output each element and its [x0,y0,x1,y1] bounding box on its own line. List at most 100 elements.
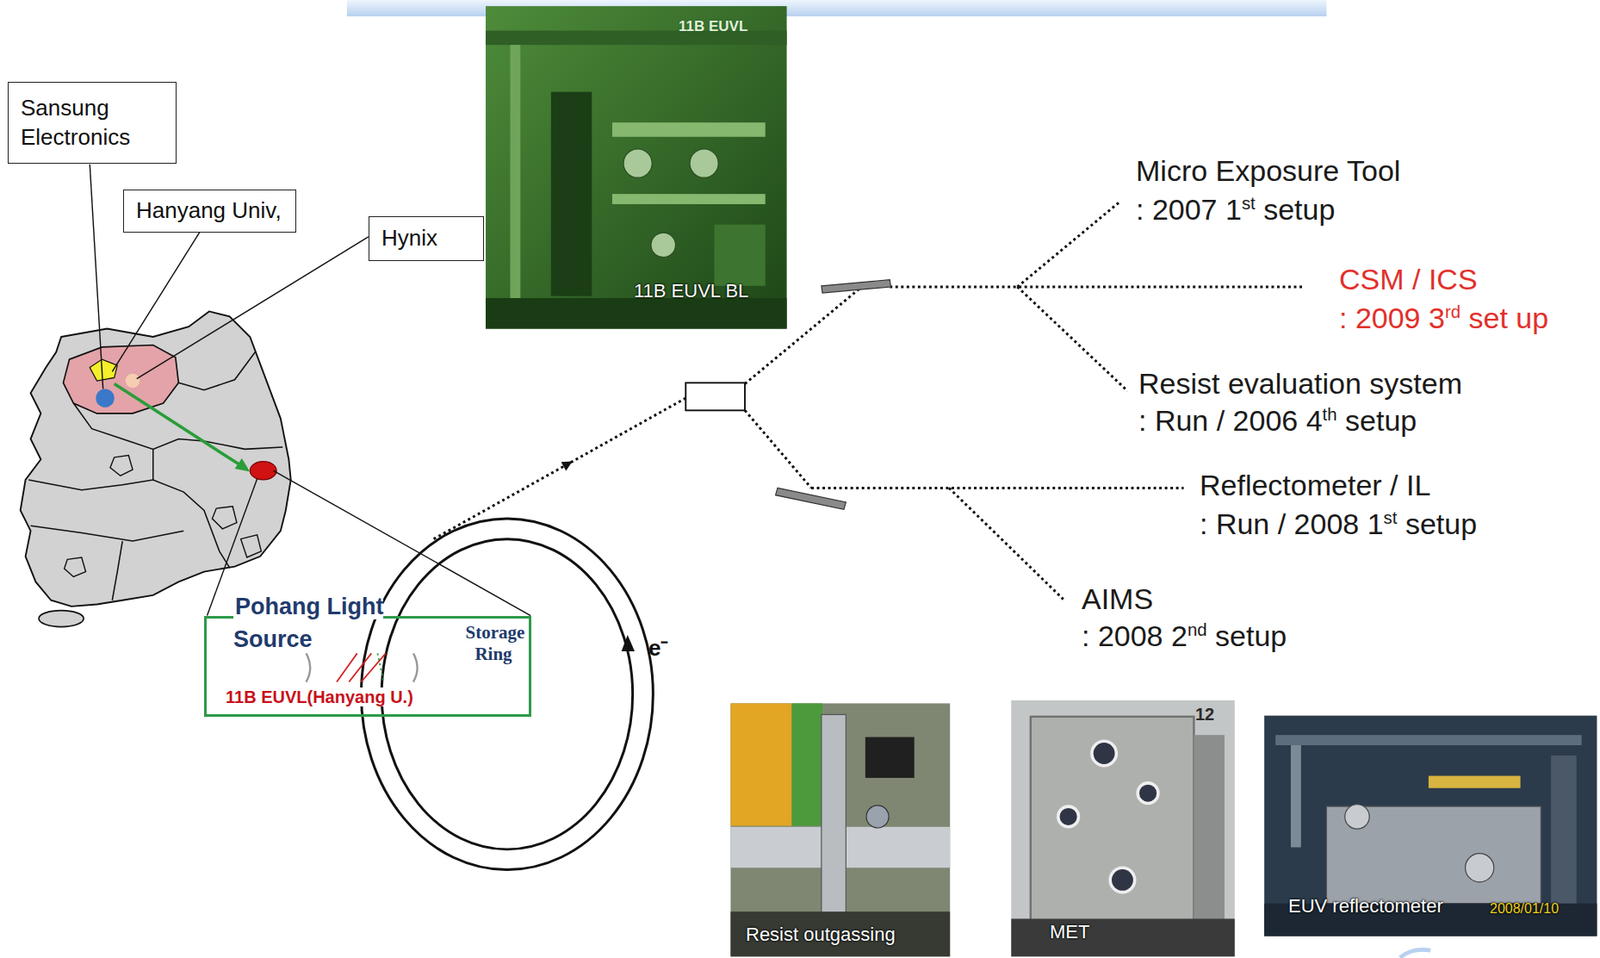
beamline-label: : Run / 2008 1st setup [1199,507,1477,540]
photo-frame: EUV reflectometer 2008/01/10 [1264,715,1597,937]
beam-sketch [336,652,358,682]
province-border [31,525,185,541]
text-holder: 11B EUVL BL [633,279,749,303]
resist-photo [730,702,950,956]
label-holder: AIMS [1081,582,1154,616]
node-text: 11B EUVL [678,18,748,35]
node-text: Pohang Light Source [233,593,384,652]
province-border [111,540,123,601]
label-holder: : 2008 2nd setup [1081,619,1287,653]
mirror [821,279,892,293]
facility-box: Pohang Light SourceStorage Ring11B EUVL(… [204,615,532,717]
beam-line [1017,286,1128,391]
company-box: Sansung Electronics [7,81,177,164]
province-border [178,352,255,391]
node-text: Hynix [381,223,438,254]
photo-detail [1030,716,1195,947]
photo-frame: 11B EUVL 11B EUVL BL [485,6,788,329]
beam-splitter-box [685,382,745,410]
photo-detail [485,297,788,329]
photo-detail [1091,740,1117,765]
ring-sketch [413,652,418,682]
label-holder: : 2007 1st setup [1135,192,1335,227]
city-region [64,557,87,577]
province-border [152,448,155,480]
beamline-photo [485,6,788,329]
node-text: Resist outgassing [745,923,896,945]
storage-ring-inner [381,539,633,850]
ordinal-suffix: st [1383,508,1398,528]
text-holder: MET [1049,920,1090,943]
beam-line [948,487,1064,599]
ordinal-suffix: st [1241,193,1256,213]
photo-detail [1193,734,1225,939]
photo-detail [1550,755,1577,909]
text-holder: EUV reflectometer [1288,894,1444,918]
beam-line [744,288,860,384]
beam-line [434,397,687,540]
scaled-group [20,0,1598,957]
met-photo [1010,700,1235,956]
corner-arc [1400,948,1432,957]
beamline-label: Resist evaluation system [1138,366,1463,400]
ordinal-suffix: rd [1444,302,1461,322]
beamline-label: Reflectometer / IL [1199,468,1431,502]
label-holder: Reflectometer / IL [1199,468,1431,503]
photo-detail [1290,744,1302,847]
electron-direction-arrow [621,634,635,652]
arrow-head [235,458,251,472]
university-box: Hanyang Univ, [123,189,297,233]
city-region [110,454,133,476]
text-holder: Resist outgassing [745,923,896,946]
gyeonggi-region [62,345,179,414]
photo-detail [1137,782,1159,804]
label-holder: : Run / 2008 1st setup [1199,507,1477,541]
photo-detail [730,702,792,825]
beam-line [744,409,812,488]
beamline-label: AIMS [1081,582,1154,615]
photo-detail [1428,775,1521,788]
pohang-dot [249,461,277,480]
photo-detail [1010,917,1235,956]
text-holder: Pohang Light Source [233,590,419,657]
beam-arrow-head [561,461,573,472]
beam-sketch [360,652,385,682]
text-holder: 12 [1195,703,1215,725]
city-region [211,506,236,529]
photo-detail [1275,734,1582,745]
photo-detail [623,148,652,178]
node-text: Sansung Electronics [20,93,164,153]
photo-detail [821,713,846,918]
photo-detail [792,702,824,825]
photo-detail [1058,806,1080,827]
beamline-label: CSM / ICS [1339,262,1478,296]
node-text: Storage Ring [464,621,526,664]
city-region [241,534,262,558]
korea-map [20,310,292,606]
photo-detail [1345,804,1370,829]
label-holder: : Run / 2006 4th setup [1138,403,1417,438]
beamline-label: : 2007 1st setup [1135,192,1335,226]
photo-detail [689,148,719,178]
label-holder: Resist evaluation system [1138,366,1463,401]
text-holder: 2008/01/10 [1489,899,1559,917]
reflectometer-photo [1264,715,1597,937]
label-holder: : 2009 3rd set up [1339,301,1549,335]
leader-line [89,164,103,390]
green-arrow [114,384,242,466]
photo-detail [551,92,592,297]
samsung-dot [95,388,114,407]
beam-line [811,486,1185,490]
beam-sketch [377,652,384,682]
photo-detail [730,911,950,956]
photo-detail [651,232,676,257]
ordinal-suffix: th [1322,404,1338,424]
mirror [775,487,847,509]
node-text: Hanyang Univ, [136,196,282,226]
photo-frame: 12MET [1010,700,1235,956]
node-text: 11B EUVL BL [633,279,749,302]
node-text: 2008/01/10 [1489,900,1559,916]
hynix-dot [125,373,141,389]
ring-sketch [305,652,311,682]
node-text: 12 [1195,704,1215,724]
